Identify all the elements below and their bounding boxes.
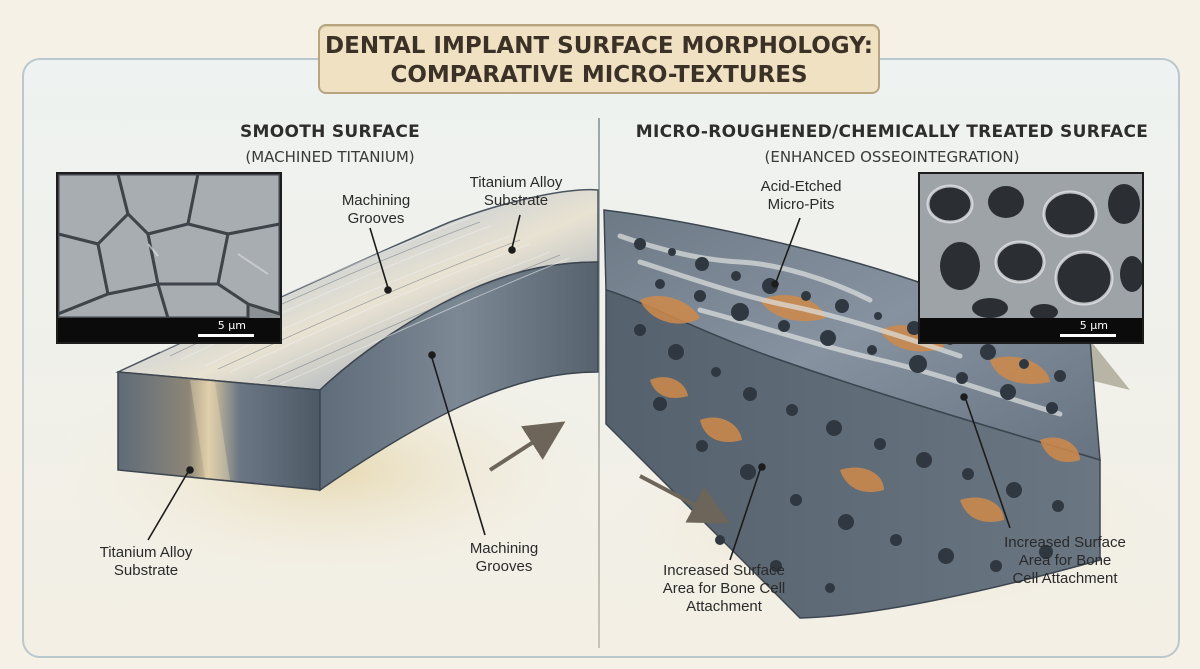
right-scale-line [1060, 334, 1116, 337]
right-callout-lines [729, 217, 1011, 561]
label-machining-grooves-top: Machining Grooves [316, 192, 436, 228]
left-heading-title: SMOOTH SURFACE [239, 122, 421, 142]
left-sem-inset: 5 μm [56, 172, 282, 344]
right-direction-arrow [639, 474, 731, 524]
title-line-2: COMPARATIVE MICRO-TEXTURES [390, 62, 808, 88]
label-text: Area for Bone Cell [662, 580, 786, 597]
grain-micrograph [58, 174, 280, 342]
label-text: Substrate [483, 192, 549, 209]
right-heading-subtitle: (ENHANCED OSSEOINTEGRATION) [764, 148, 1020, 166]
left-direction-arrow [488, 421, 566, 472]
label-text: Attachment [686, 598, 762, 615]
label-surface-area-center: Increased Surface Area for Bone Cell Att… [644, 562, 804, 616]
label-text: Substrate [113, 562, 179, 579]
label-machining-grooves-bottom: Machining Grooves [444, 540, 564, 576]
right-scale-label: 5 μm [1079, 319, 1108, 332]
label-text: Area for Bone [1018, 552, 1112, 569]
label-surface-area-right: Increased Surface Area for Bone Cell Att… [980, 534, 1150, 588]
label-text: Increased Surface [1004, 534, 1126, 551]
label-text: Grooves [475, 558, 533, 575]
label-text: Titanium Alloy [99, 544, 193, 561]
label-text: Machining [469, 540, 539, 557]
micro-roughened-block [603, 209, 1130, 619]
label-text: Grooves [347, 210, 405, 227]
label-titanium-substrate-bottom: Titanium Alloy Substrate [76, 544, 216, 580]
right-panel-heading: MICRO-ROUGHENED/CHEMICALLY TREATED SURFA… [612, 122, 1172, 166]
porous-micrograph [920, 174, 1142, 342]
panel-divider [598, 118, 600, 648]
right-scale-bar: 5 μm [920, 318, 1142, 342]
label-text: Acid-Etched [760, 178, 842, 195]
label-acid-etched-pits: Acid-Etched Micro-Pits [736, 178, 866, 214]
right-heading-title: MICRO-ROUGHENED/CHEMICALLY TREATED SURFA… [635, 122, 1149, 142]
title-line-1: DENTAL IMPLANT SURFACE MORPHOLOGY: [325, 33, 873, 59]
left-scale-label: 5 μm [217, 319, 246, 332]
left-heading-subtitle: (MACHINED TITANIUM) [245, 148, 415, 166]
left-panel-heading: SMOOTH SURFACE (MACHINED TITANIUM) [180, 122, 480, 166]
label-text: Increased Surface [663, 562, 785, 579]
label-text: Machining [341, 192, 411, 209]
left-scale-bar: 5 μm [58, 318, 280, 342]
left-scale-line [198, 334, 254, 337]
right-sem-inset: 5 μm [918, 172, 1144, 344]
label-text: Titanium Alloy [469, 174, 563, 191]
left-callout-lines [147, 214, 521, 541]
label-text: Cell Attachment [1012, 570, 1118, 587]
title-banner: DENTAL IMPLANT SURFACE MORPHOLOGY: COMPA… [318, 24, 880, 94]
label-text: Micro-Pits [767, 196, 835, 213]
label-titanium-substrate-top: Titanium Alloy Substrate [446, 174, 586, 210]
